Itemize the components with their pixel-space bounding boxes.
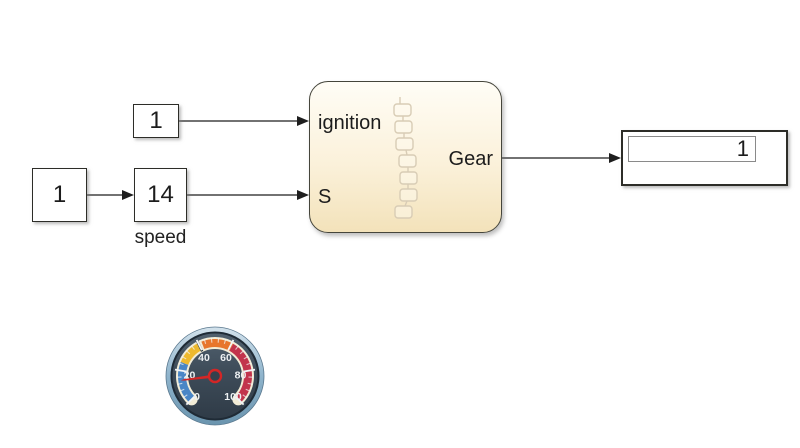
gauge-label-0: 0 — [194, 391, 200, 403]
gauge-label-40: 40 — [198, 352, 210, 364]
stateflow-chart-block[interactable]: ignition S Gear — [309, 81, 502, 233]
wire-gear-to-display[interactable] — [502, 153, 621, 163]
constant-block-ignition-value: 1 — [149, 107, 163, 134]
gauge-svg: 0 20 40 60 80 100 — [165, 326, 265, 426]
display-block[interactable]: 1 — [621, 130, 788, 186]
gauge-hub — [207, 368, 223, 384]
wire-speed-to-s-port[interactable] — [187, 190, 309, 200]
gauge-ticks — [174, 337, 256, 406]
wire-constant-to-speed[interactable] — [87, 190, 134, 200]
constant-block-ignition[interactable]: 1 — [133, 104, 179, 138]
constant-block-one-value: 1 — [52, 181, 67, 208]
input-port-label-ignition: ignition — [318, 112, 382, 134]
output-port-label-gear: Gear — [448, 148, 493, 170]
gauge-label-20: 20 — [184, 370, 196, 382]
stateflow-chart-icon — [393, 97, 418, 219]
gauge-tick-labels: 0 20 40 60 80 100 — [184, 352, 247, 403]
wire-constant-to-ignition[interactable] — [179, 116, 309, 126]
display-value: 1 — [736, 136, 749, 161]
constant-block-one[interactable]: 1 — [32, 168, 87, 222]
speed-block[interactable]: 14 — [134, 168, 187, 222]
input-port-label-s: S — [318, 186, 332, 208]
gauge-label-60: 60 — [220, 352, 232, 364]
speed-block-value: 14 — [147, 181, 174, 208]
gauge-label-80: 80 — [235, 370, 247, 382]
gauge-widget[interactable]: 0 20 40 60 80 100 — [160, 321, 270, 431]
gauge-label-100: 100 — [224, 391, 242, 403]
display-value-field: 1 — [628, 136, 756, 162]
speed-block-label: speed — [134, 227, 187, 248]
